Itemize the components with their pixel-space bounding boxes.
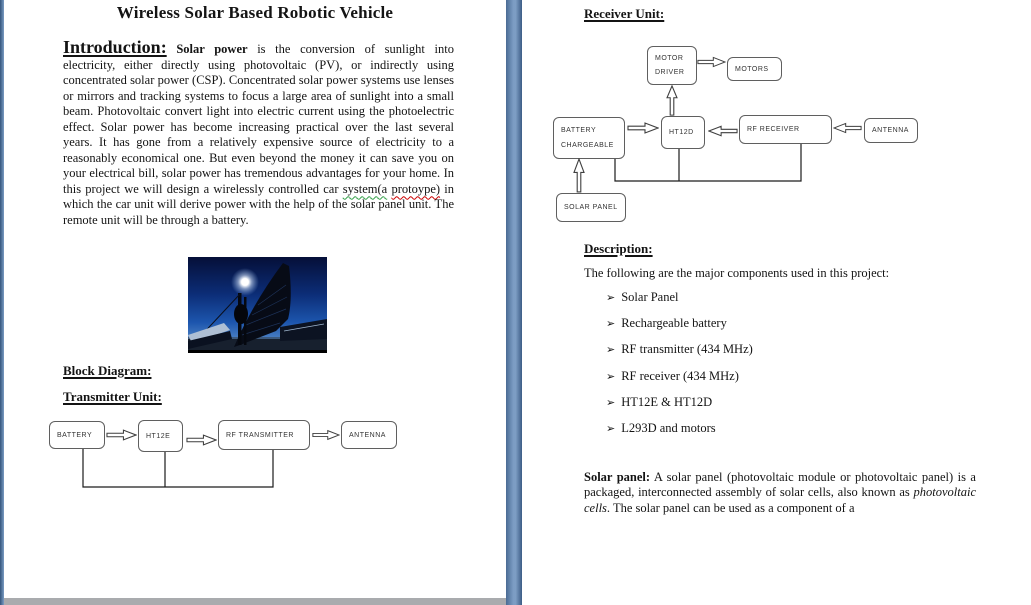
- document-title: Wireless Solar Based Robotic Vehicle: [116, 3, 394, 22]
- misspelled-word: protoype): [391, 181, 441, 196]
- block-label: CHARGEABLE: [561, 142, 614, 150]
- block-antenna: ANTENNA: [341, 421, 397, 449]
- list-item: ➢ Rechargeable battery: [606, 310, 926, 336]
- block-ht12e: HT12E: [138, 420, 183, 452]
- solar-panel-italic-term: photovoltaic cells: [584, 485, 976, 515]
- arrow-right-icon: [106, 429, 137, 441]
- block-diagram-heading: Block Diagram:: [63, 363, 152, 378]
- block-rf-receiver: RF RECEIVER: [739, 115, 832, 144]
- arrow-up-icon: [666, 85, 678, 116]
- arrow-right-icon: [697, 56, 726, 68]
- list-item: ➢ RF receiver (434 MHz): [606, 363, 926, 389]
- list-bullet-icon: ➢: [606, 290, 616, 304]
- solar-panel-lead: Solar panel:: [584, 470, 651, 484]
- block-motor-driver: MOTOR DRIVER: [647, 46, 697, 85]
- arrow-right-icon: [627, 122, 659, 134]
- list-item: ➢ Solar Panel: [606, 284, 926, 310]
- misspelled-word: system(a: [342, 181, 388, 196]
- intro-body-text: is the conversion of sunlight into elect…: [63, 42, 454, 196]
- transmitter-block-diagram: BATTERY HT12E RF TRANSMITTER ANTENNA: [40, 415, 410, 495]
- block-ht12d: HT12D: [661, 116, 705, 149]
- block-label: BATTERY: [561, 126, 597, 134]
- arrow-left-icon: [708, 125, 738, 137]
- arrow-left-icon: [833, 122, 862, 134]
- connector-lines: [40, 415, 410, 495]
- description-heading: Description:: [584, 241, 653, 256]
- receiver-unit-heading: Receiver Unit:: [584, 6, 665, 21]
- solar-concentrator-photo: [188, 257, 327, 353]
- block-label: MOTOR: [655, 54, 684, 62]
- block-battery-chargeable: BATTERY CHARGEABLE: [553, 117, 625, 159]
- list-item: ➢ L293D and motors: [606, 415, 926, 441]
- list-item: ➢ RF transmitter (434 MHz): [606, 337, 926, 363]
- block-motors: MOTORS: [727, 57, 782, 81]
- component-label: RF receiver (434 MHz): [621, 368, 739, 383]
- arrow-right-icon: [312, 429, 340, 441]
- list-bullet-icon: ➢: [606, 316, 616, 330]
- description-intro-text: The following are the major components u…: [584, 266, 890, 280]
- window-edge-strip: [0, 0, 4, 605]
- solar-panel-body: . The solar panel can be used as a compo…: [606, 500, 855, 515]
- block-rf-transmitter: RF TRANSMITTER: [218, 420, 310, 450]
- arrow-right-icon: [186, 434, 217, 446]
- list-item: ➢ HT12E & HT12D: [606, 389, 926, 415]
- list-bullet-icon: ➢: [606, 343, 616, 357]
- page-gap-strip: [506, 0, 522, 605]
- component-label: Solar Panel: [621, 289, 679, 304]
- component-label: L293D and motors: [621, 421, 716, 436]
- list-bullet-icon: ➢: [606, 422, 616, 436]
- component-label: Rechargeable battery: [621, 315, 727, 330]
- intro-lead-text: Solar power: [176, 42, 248, 56]
- solar-panel-body: A solar panel (photovoltaic module or ph…: [584, 470, 976, 500]
- block-solar-panel: SOLAR PANEL: [556, 193, 626, 222]
- component-list: ➢ Solar Panel ➢ Rechargeable battery ➢ R…: [606, 284, 926, 442]
- solar-photo-art: [188, 257, 327, 350]
- arrow-up-icon: [573, 158, 585, 193]
- connector-lines: [545, 40, 930, 235]
- block-antenna: ANTENNA: [864, 118, 918, 143]
- block-label: DRIVER: [655, 69, 685, 77]
- transmitter-unit-heading: Transmitter Unit:: [63, 389, 162, 404]
- receiver-block-diagram: MOTOR DRIVER MOTORS BATTERY CHARGEABLE H…: [545, 40, 930, 235]
- page-bottom-edge: [4, 598, 506, 605]
- introduction-heading: Introduction:: [63, 37, 167, 57]
- block-battery: BATTERY: [49, 421, 105, 449]
- list-bullet-icon: ➢: [606, 369, 616, 383]
- solar-panel-paragraph: Solar panel: A solar panel (photovoltaic…: [584, 470, 976, 516]
- introduction-paragraph: Introduction: Solar power is the convers…: [63, 37, 455, 228]
- intro-body-text: in which the car unit will derive power …: [63, 181, 455, 227]
- component-label: HT12E & HT12D: [621, 394, 713, 409]
- list-bullet-icon: ➢: [606, 395, 616, 409]
- component-label: RF transmitter (434 MHz): [621, 342, 753, 357]
